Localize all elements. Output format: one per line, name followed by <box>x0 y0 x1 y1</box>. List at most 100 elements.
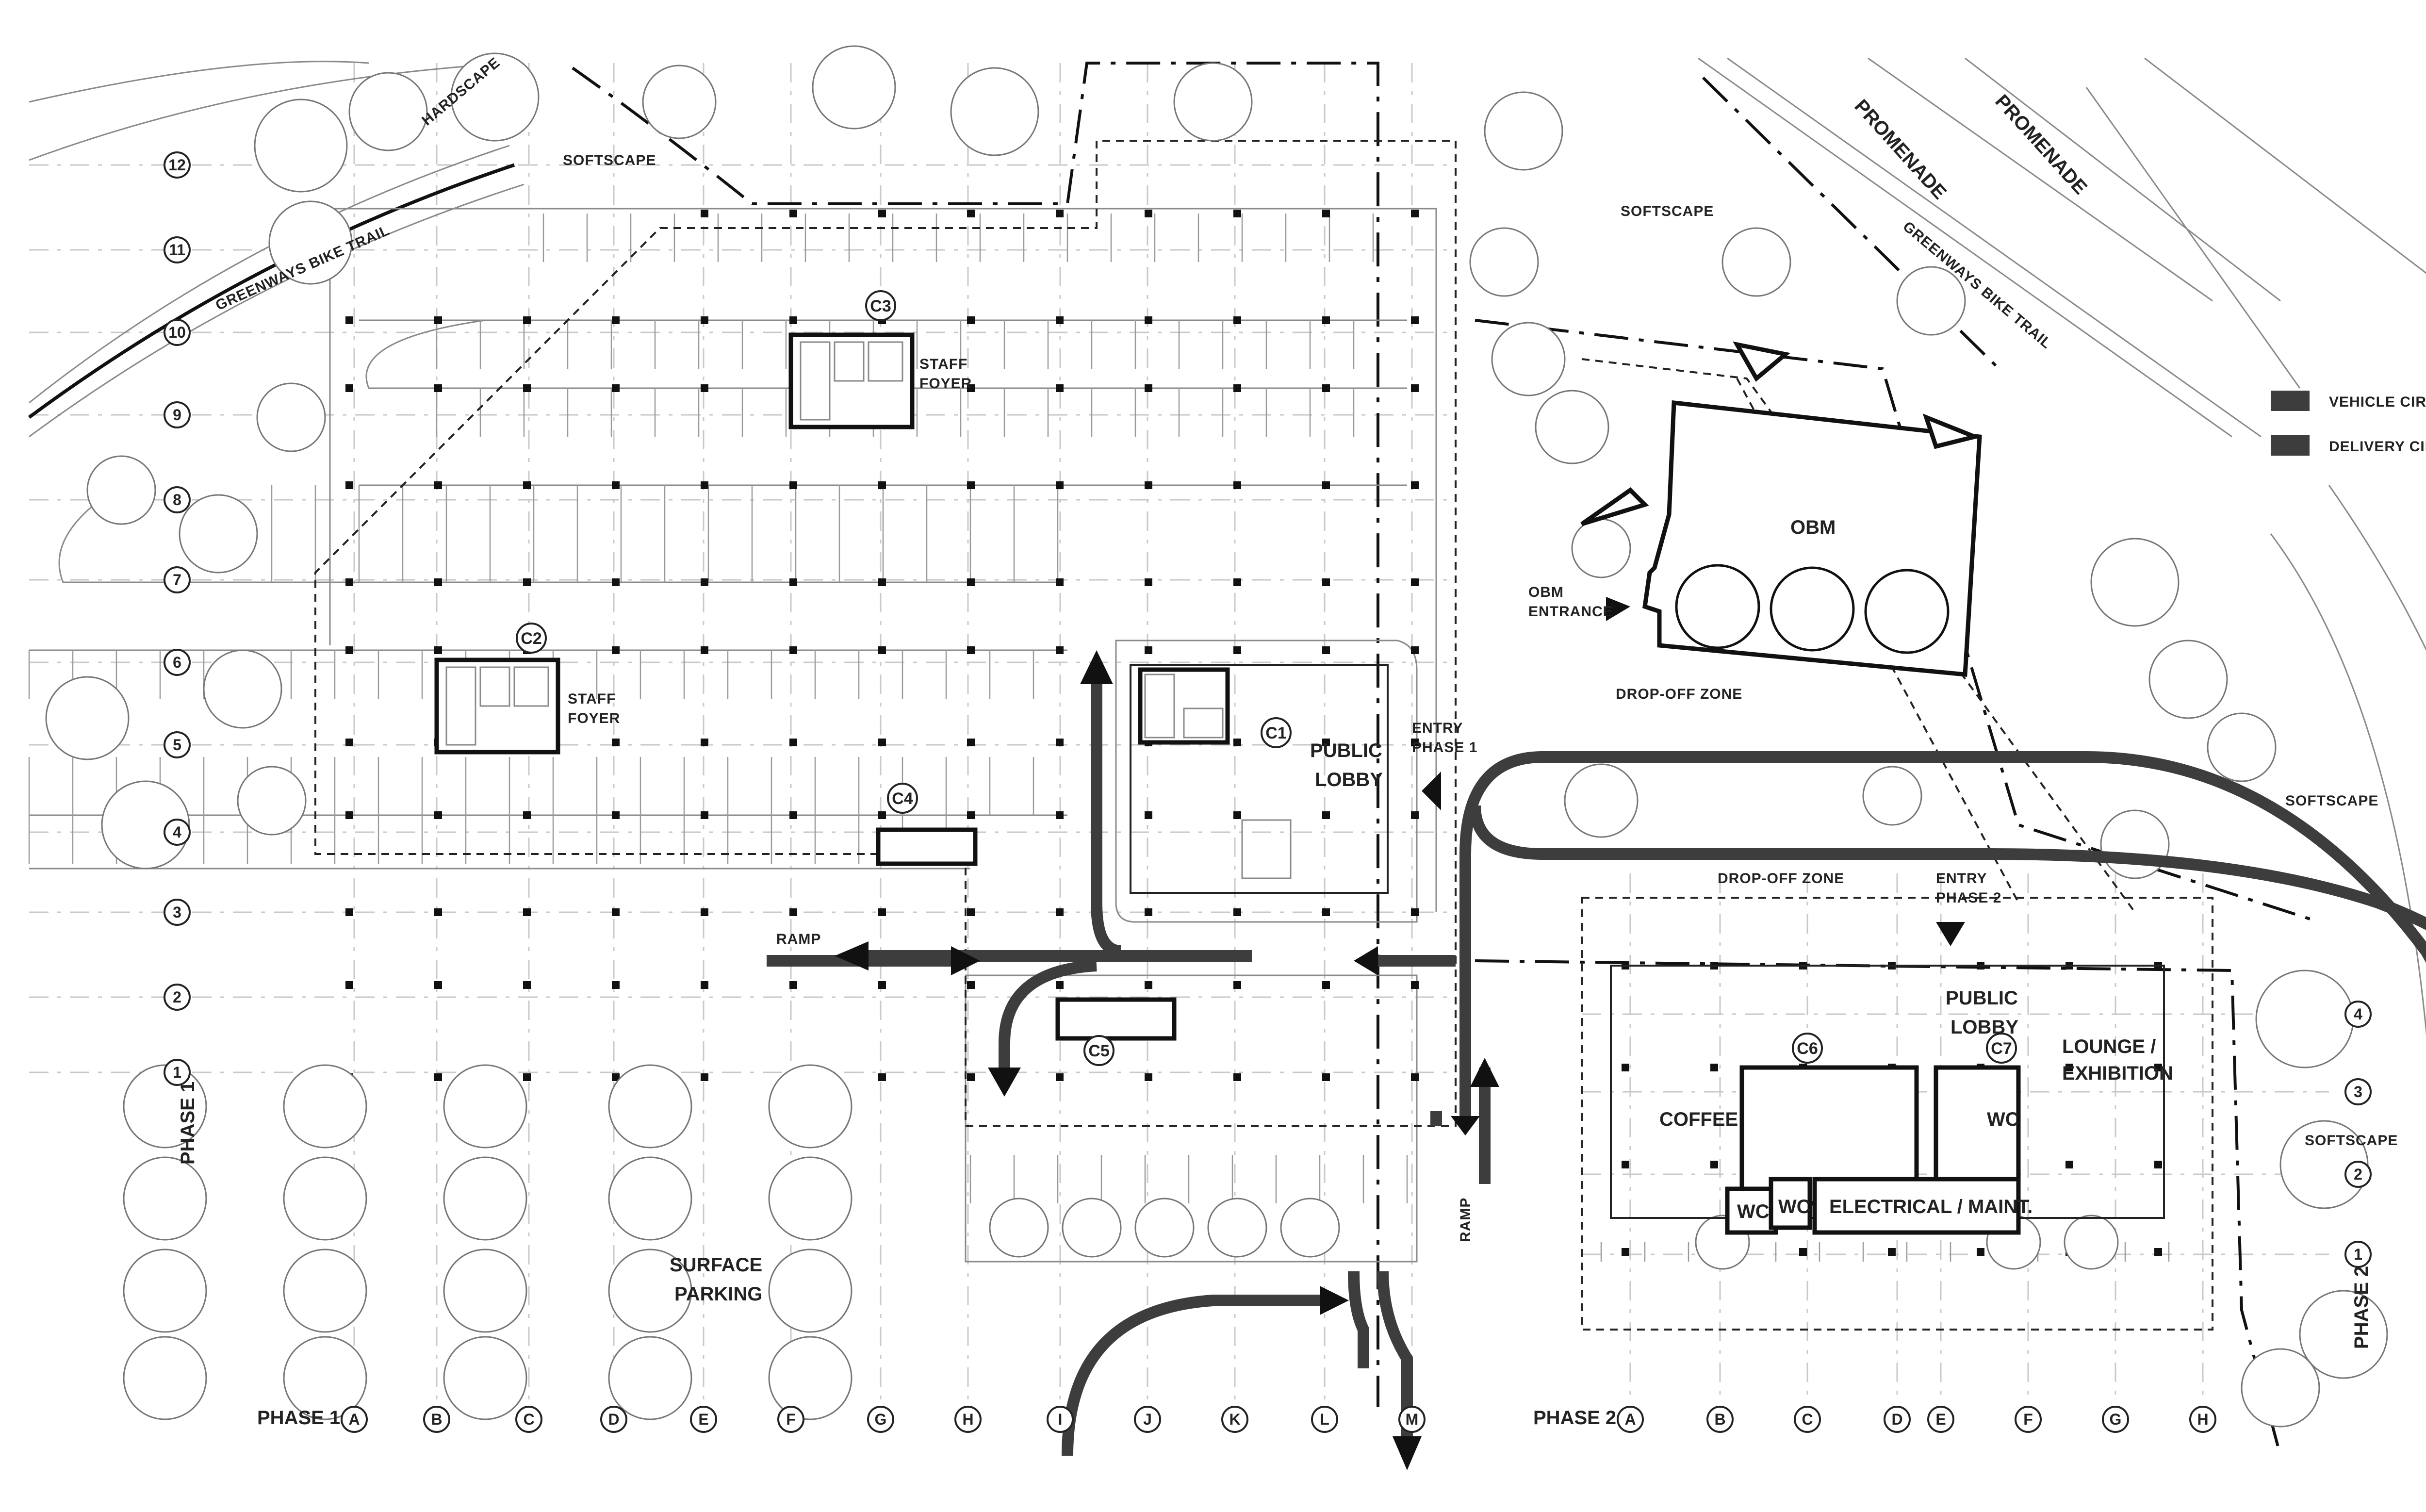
tree <box>1280 1198 1340 1258</box>
tree <box>268 200 353 285</box>
tree <box>443 1249 527 1333</box>
tree <box>179 494 258 574</box>
tree <box>2255 970 2354 1068</box>
structural-column <box>1411 908 1419 916</box>
structural-column <box>701 481 708 489</box>
structural-column <box>612 1073 620 1081</box>
tree <box>608 1064 692 1149</box>
structural-column <box>434 316 442 324</box>
legend-swatch-delivery <box>2271 435 2310 456</box>
softscape-label: SOFTSCAPE <box>563 152 656 168</box>
structural-column <box>1233 481 1241 489</box>
tree <box>768 1156 852 1241</box>
structural-column <box>1888 1248 1896 1256</box>
grid-bubble: I <box>1047 1406 1074 1433</box>
grid-bubble-label: 11 <box>169 241 185 259</box>
structural-column <box>967 646 975 654</box>
phase1-lobby-building <box>1130 664 1441 894</box>
tree <box>950 67 1039 156</box>
staff-foyer-label: FOYER <box>568 710 620 726</box>
structural-column <box>1710 1064 1718 1071</box>
structural-column <box>1710 1161 1718 1168</box>
core-tag: C6 <box>1792 1033 1823 1064</box>
grid-bubble: 3 <box>164 899 191 926</box>
core-c5 <box>1055 997 1177 1041</box>
grid-bubble-label: 1 <box>2354 1246 2362 1263</box>
tree <box>642 65 717 139</box>
structural-column <box>967 316 975 324</box>
promenade-label: PROMENADE <box>1850 96 1951 204</box>
structural-column <box>434 578 442 586</box>
core-tag-label: C7 <box>1991 1039 2012 1058</box>
grid-bubble-label: 9 <box>173 406 181 424</box>
structural-column <box>1411 384 1419 392</box>
structural-column <box>789 739 797 746</box>
lounge-label: EXHIBITION <box>2062 1063 2173 1084</box>
staff-foyer-label: STAFF <box>568 691 616 707</box>
grid-bubble-label: 2 <box>2354 1166 2362 1183</box>
structural-column <box>345 384 353 392</box>
structural-column <box>434 481 442 489</box>
core-tag: C7 <box>1986 1033 2017 1064</box>
tree <box>2064 1215 2119 1270</box>
structural-column <box>1056 981 1064 989</box>
grid-bubble: E <box>690 1406 717 1433</box>
grid-bubble: M <box>1398 1406 1426 1433</box>
structural-column <box>2154 1064 2162 1071</box>
structural-column <box>1411 811 1419 819</box>
grid-bubble: J <box>1134 1406 1161 1433</box>
obm-entrance-label: OBM <box>1528 584 1564 600</box>
structural-column <box>701 1073 708 1081</box>
grid-bubble: G <box>2102 1406 2129 1433</box>
tree <box>443 1336 527 1420</box>
structural-column <box>345 316 353 324</box>
core-tag-label: C5 <box>1088 1042 1109 1060</box>
grid-bubble-label: 5 <box>173 736 181 754</box>
structural-column <box>1233 811 1241 819</box>
structural-column <box>1056 811 1064 819</box>
structural-column <box>967 210 975 217</box>
core-tag-label: C6 <box>1797 1039 1818 1058</box>
grid-bubble: 2 <box>2344 1161 2372 1188</box>
ramp-label: RAMP <box>1458 1198 1474 1242</box>
core-tag: C1 <box>1261 717 1292 748</box>
grid-bubble-label: I <box>1058 1411 1063 1428</box>
staff-foyer-label: FOYER <box>919 376 972 392</box>
structural-column <box>1411 316 1419 324</box>
tree <box>1896 266 1966 336</box>
tree <box>283 1249 367 1333</box>
structural-column <box>1145 811 1152 819</box>
structural-column <box>878 578 886 586</box>
structural-column <box>1233 210 1241 217</box>
grid-bubble-label: B <box>431 1411 442 1428</box>
grid-bubble: 9 <box>164 401 191 428</box>
structural-column <box>1145 481 1152 489</box>
structural-column <box>789 981 797 989</box>
structural-column <box>1056 739 1064 746</box>
grid-bubble: C <box>1794 1406 1821 1433</box>
surface-parking-label: PARKING <box>674 1283 762 1305</box>
structural-column <box>1411 646 1419 654</box>
tree <box>608 1336 692 1420</box>
grid-bubble: D <box>600 1406 627 1433</box>
structural-column <box>1322 811 1330 819</box>
structural-column <box>789 481 797 489</box>
structural-column <box>789 210 797 217</box>
softscape-label: SOFTSCAPE <box>2285 793 2378 809</box>
structural-column <box>1056 384 1064 392</box>
grid-bubble: G <box>867 1406 894 1433</box>
vehicle-circulation <box>767 650 2426 1470</box>
tree <box>2100 809 2170 879</box>
grid-bubble-label: H <box>2197 1411 2208 1428</box>
structural-column <box>612 481 620 489</box>
structural-column <box>523 316 531 324</box>
structural-column <box>1145 646 1152 654</box>
grid-bubble-label: E <box>698 1411 708 1428</box>
core-tag-label: C2 <box>521 629 541 648</box>
grid-bubble-label: B <box>1714 1411 1725 1428</box>
grid-bubble: 4 <box>164 819 191 846</box>
grid-bubble: 12 <box>164 151 191 179</box>
